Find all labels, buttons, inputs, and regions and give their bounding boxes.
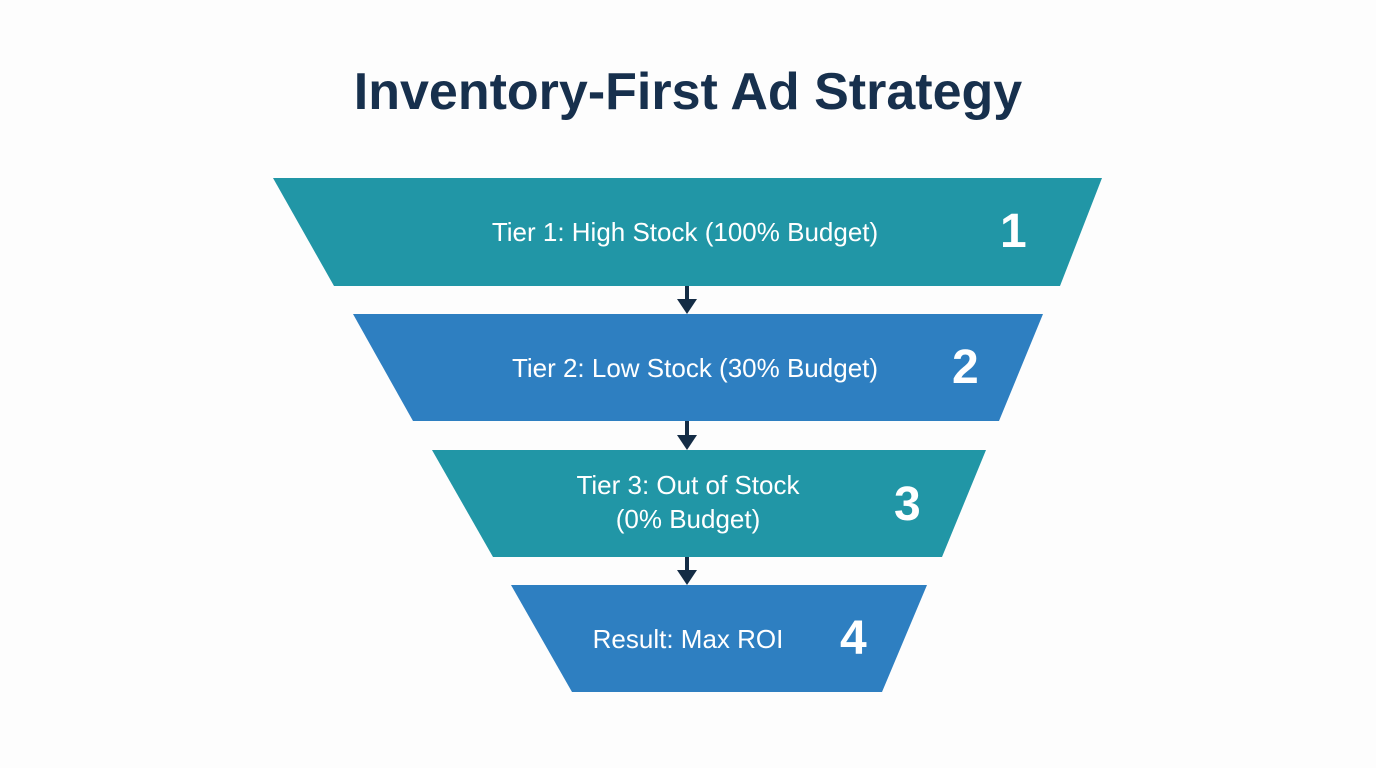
tier-3-label: Tier 3: Out of Stock (0% Budget) (528, 468, 848, 536)
arrow-down-icon (677, 557, 697, 585)
arrow-down-icon (677, 421, 697, 450)
tier-1-label: Tier 1: High Stock (100% Budget) (491, 217, 879, 247)
arrow-down-icon (677, 286, 697, 314)
diagram-title: Inventory-First Ad Strategy (353, 63, 1023, 121)
tier-3-label-line-1: Tier 3: Out of Stock (576, 470, 800, 500)
tier-2-number: 2 (952, 341, 979, 394)
tier-4-shape (511, 585, 927, 692)
tier-4-number: 4 (840, 612, 867, 665)
tier-2-shape (353, 314, 1043, 421)
tier-2-label: Tier 2: Low Stock (30% Budget) (511, 353, 879, 383)
tier-1-number: 1 (1000, 205, 1027, 258)
tier-3-number: 3 (894, 478, 921, 531)
tier-3-shape (432, 450, 986, 557)
tier-4-label: Result: Max ROI (592, 624, 784, 654)
tier-1-shape (273, 178, 1102, 286)
tier-3-label-line-2: (0% Budget) (615, 504, 761, 534)
